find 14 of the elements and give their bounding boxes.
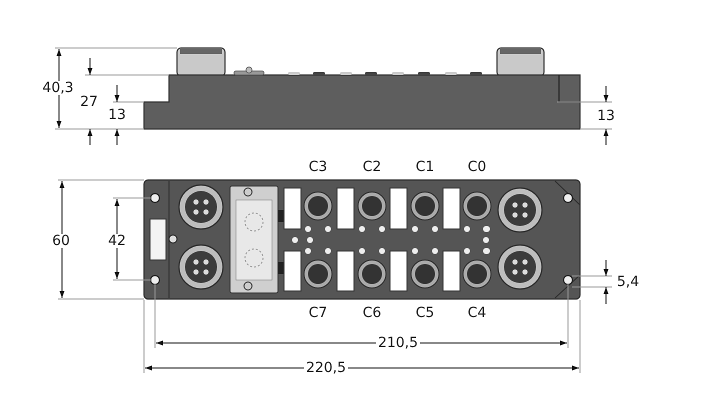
dimension-value: 42	[106, 234, 128, 248]
dimension-value: 210,5	[376, 336, 420, 350]
dimension-value: 60	[50, 234, 72, 248]
connector-label: C7	[308, 306, 328, 320]
connector-label: C5	[414, 306, 436, 320]
connector-label: C6	[362, 306, 382, 320]
connector-label: C1	[414, 160, 436, 174]
connector-label: C0	[466, 160, 488, 174]
connector-label: C4	[466, 306, 488, 320]
dimension-value: 5,4	[614, 275, 642, 289]
dimension-value: 220,5	[304, 361, 348, 375]
connector-label: C2	[362, 160, 382, 174]
connector-label: C3	[308, 160, 328, 174]
dimension-value: 27	[78, 95, 100, 109]
